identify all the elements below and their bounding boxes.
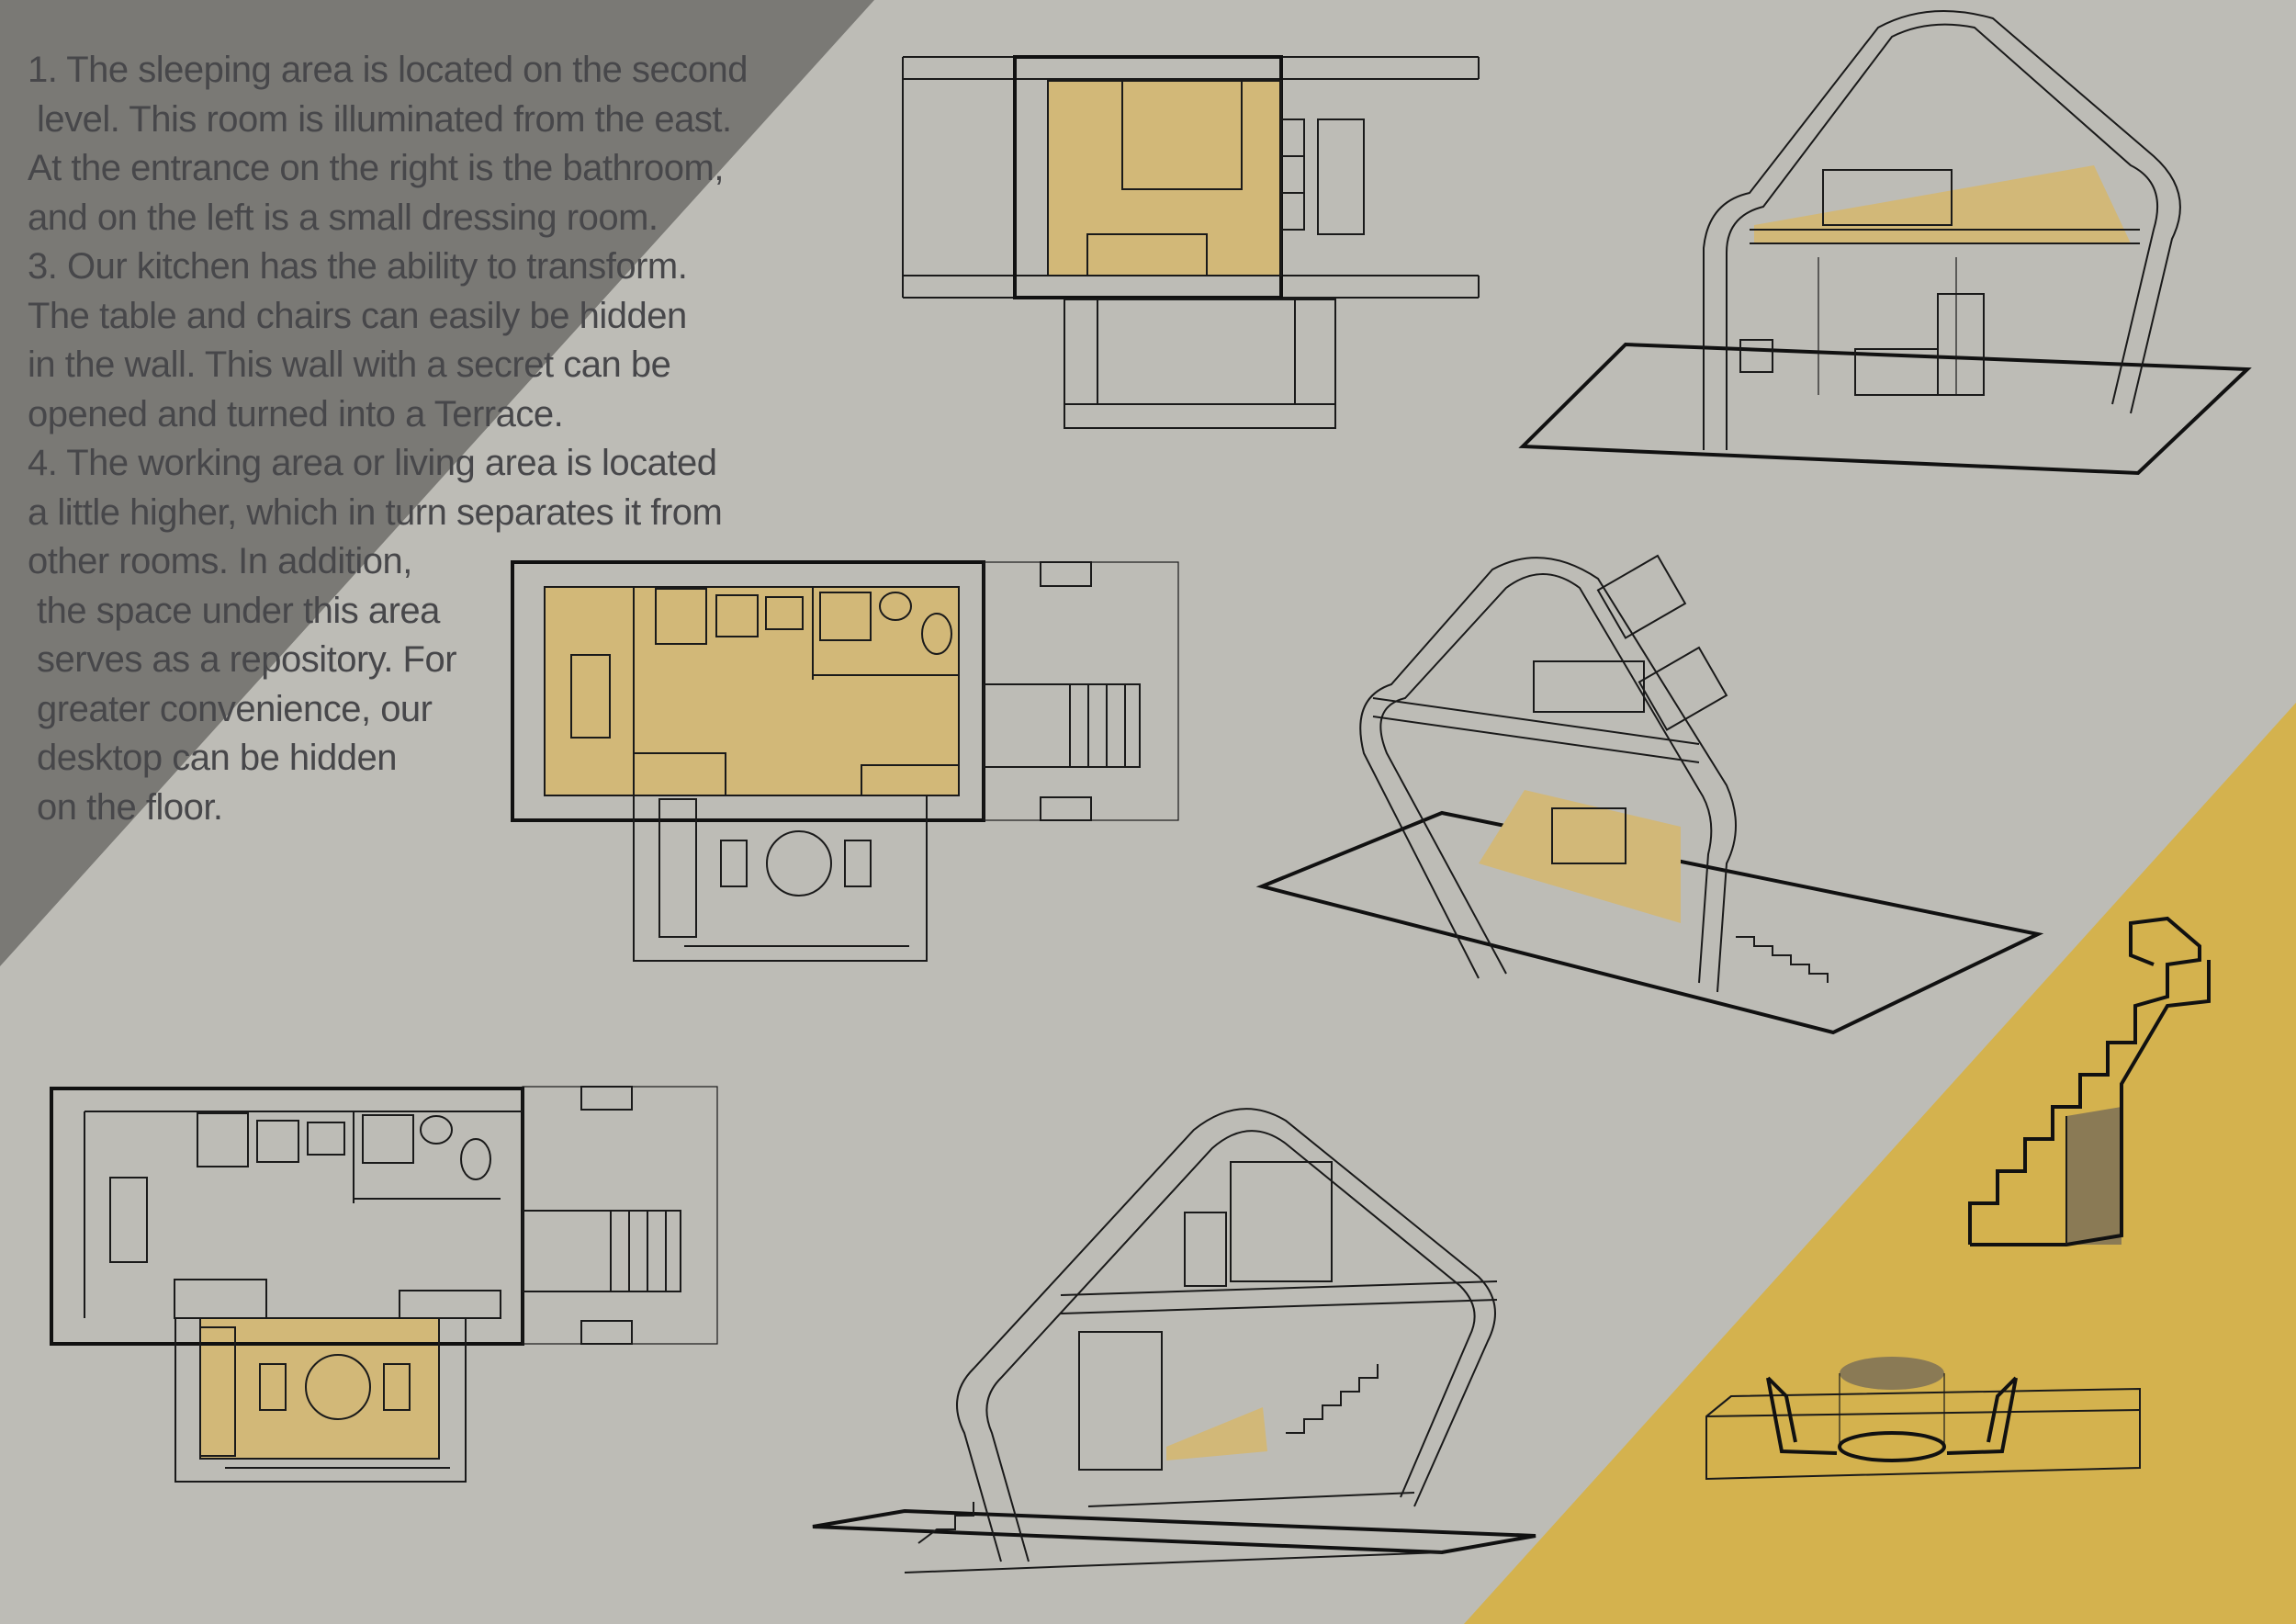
description-line: on the floor.	[37, 786, 223, 828]
description-line: other rooms. In addition,	[28, 541, 412, 581]
ground-level-plan-desk	[511, 560, 1179, 962]
description-line: desktop can be hidden	[37, 738, 398, 778]
ground-level-plan-dining	[50, 1086, 718, 1483]
description-line: serves as a repository. For	[37, 639, 457, 680]
transforming-stair	[1968, 916, 2211, 1246]
description-line: the space under this area	[37, 590, 440, 631]
hidden-table	[1705, 1357, 2141, 1481]
section-sleeping-area	[1518, 10, 2252, 476]
description-line: 3. Our kitchen has the ability to transf…	[28, 246, 688, 287]
description-line: level. This room is illuminated from the…	[37, 98, 732, 140]
description-text: 1. The sleeping area is located on the s…	[28, 46, 836, 832]
description-line: and on the left is a small dressing room…	[28, 197, 658, 238]
second-level-plan	[902, 55, 1480, 429]
description-line: in the wall. This wall with a secret can…	[28, 344, 671, 385]
description-line: opened and turned into a Terrace.	[28, 393, 564, 434]
description-line: greater convenience, our	[37, 688, 433, 729]
dark-triangle-panel	[0, 0, 874, 966]
description-line: At the entrance on the right is the bath…	[28, 148, 724, 188]
description-line: 1. The sleeping area is located on the s…	[28, 50, 748, 90]
section-working-area	[1255, 554, 2044, 1035]
description-line: 4. The working area or living area is lo…	[28, 443, 717, 483]
section-kitchen	[812, 1108, 1536, 1573]
description-line: The table and chairs can easily be hidde…	[28, 295, 687, 336]
description-line: a little higher, which in turn separates…	[28, 491, 723, 533]
yellow-triangle-panel	[1464, 703, 2296, 1624]
